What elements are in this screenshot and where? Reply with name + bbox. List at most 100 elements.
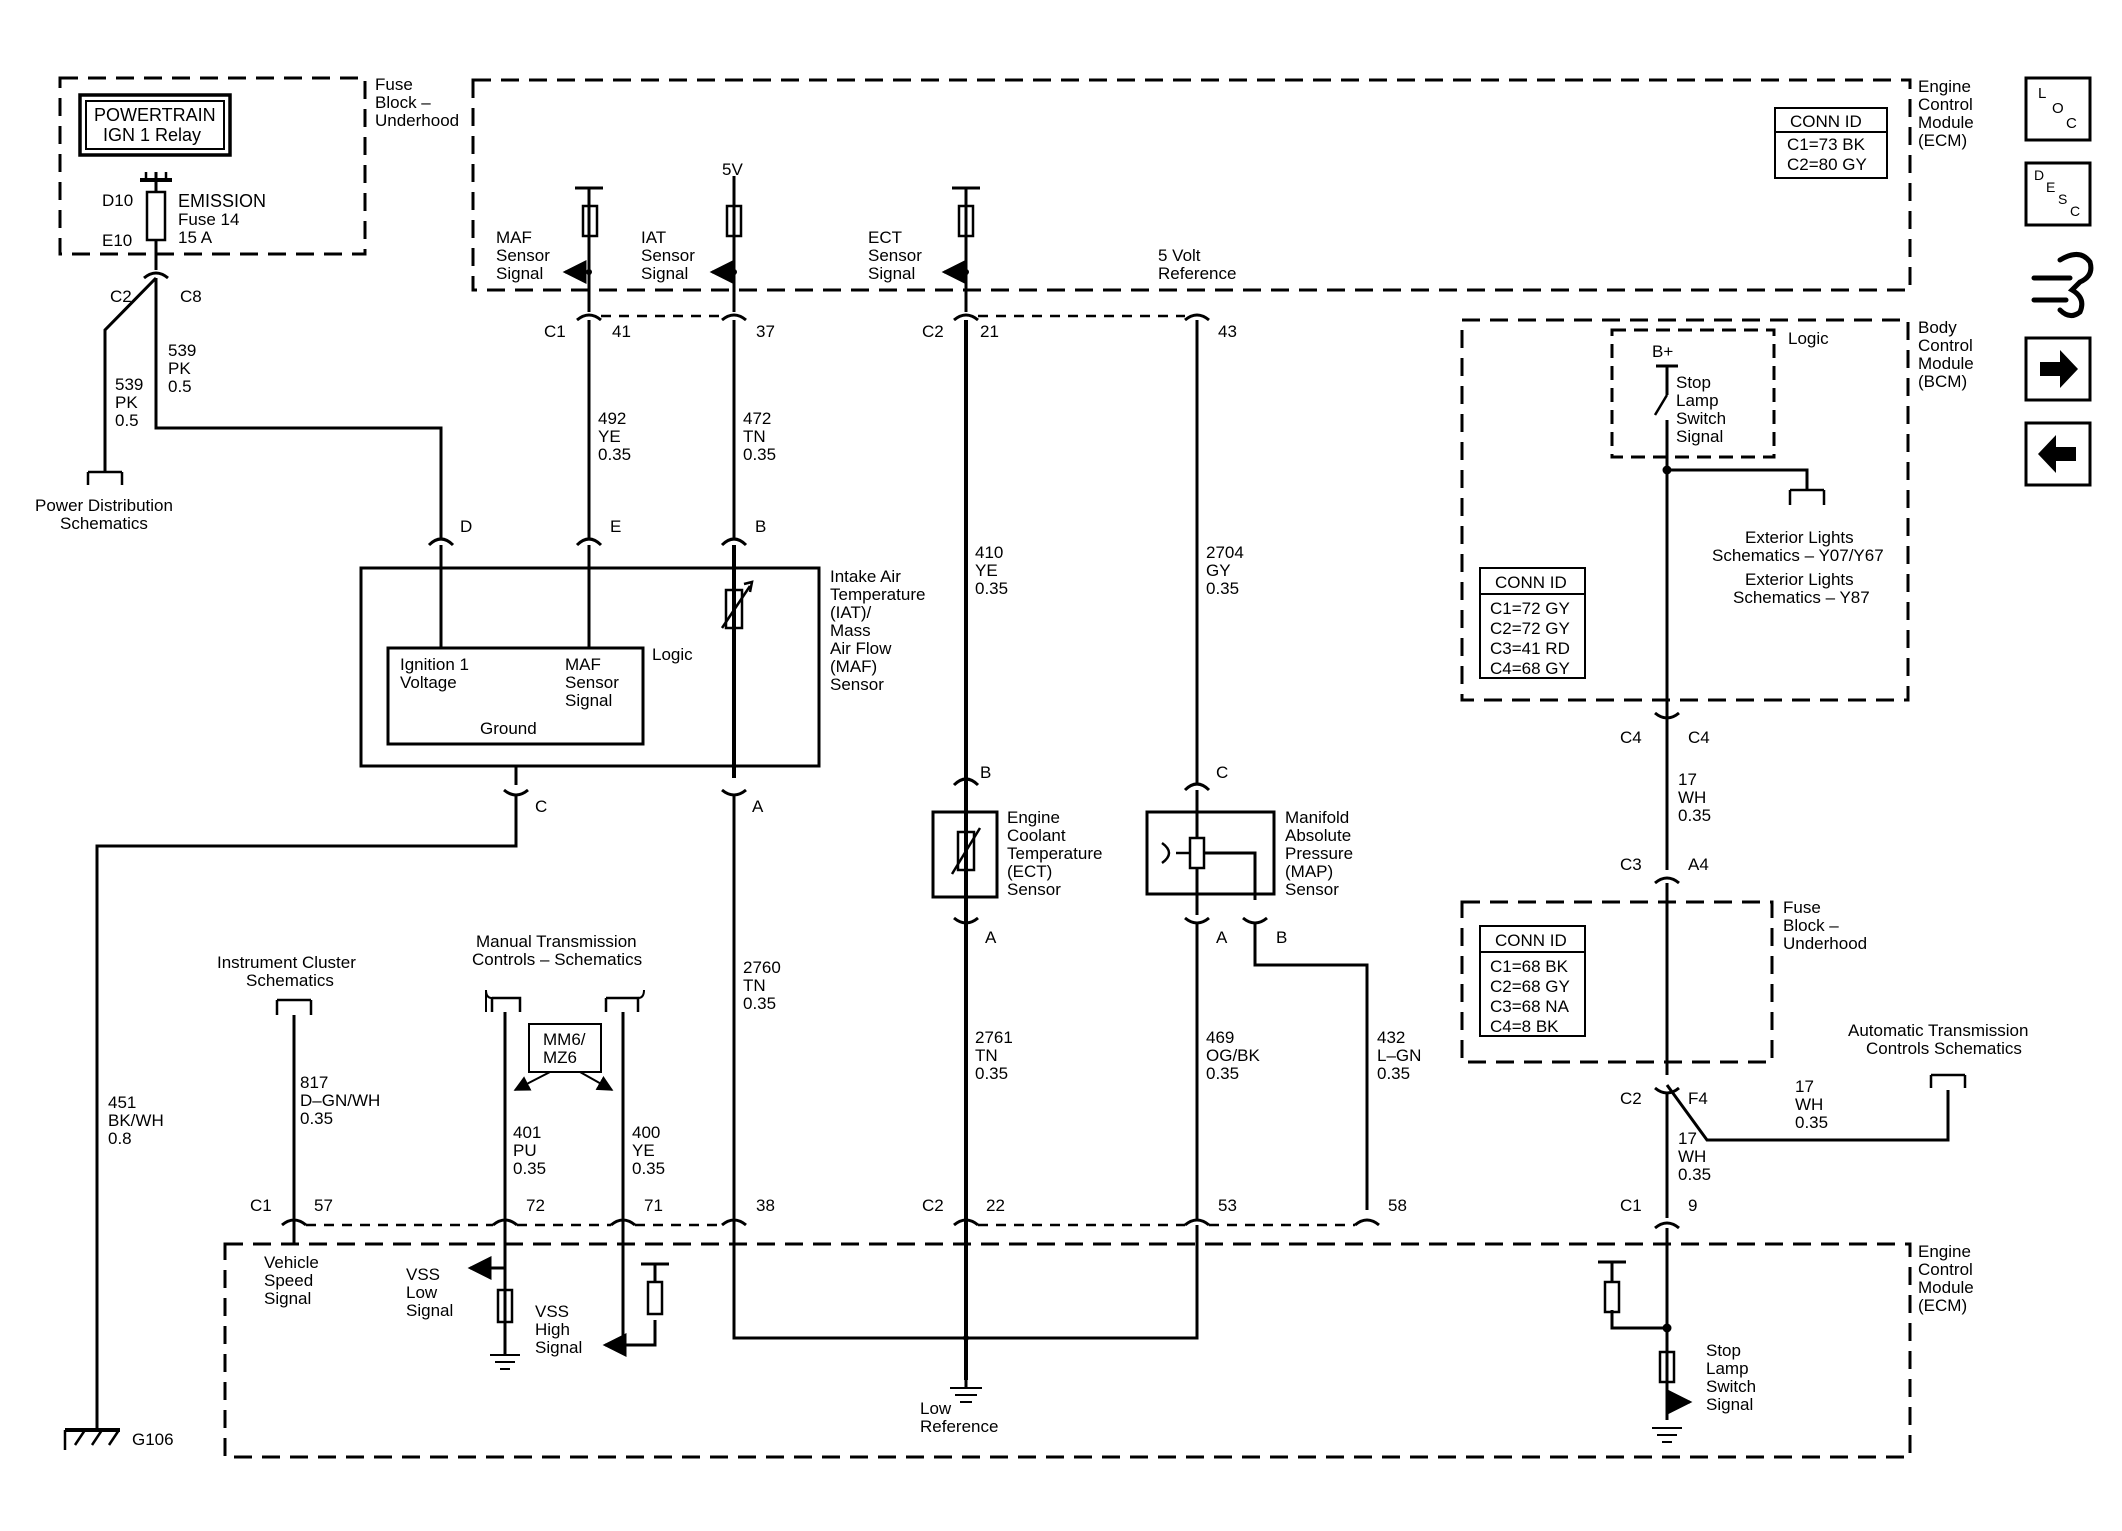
ecm-label: Control bbox=[1918, 95, 1973, 114]
wire-label: 2760 bbox=[743, 958, 781, 977]
vss-label: Vehicle bbox=[264, 1253, 319, 1272]
stop-lamp-label: Lamp bbox=[1706, 1359, 1749, 1378]
vss-high-label: High bbox=[535, 1320, 570, 1339]
fuse-block-2-outline bbox=[1460, 900, 1774, 1064]
connector-label: C2 bbox=[922, 322, 944, 341]
ignition-voltage-label: Voltage bbox=[400, 673, 457, 692]
connector-end-view-icon[interactable] bbox=[2031, 252, 2094, 318]
connector-label: C1 bbox=[544, 322, 566, 341]
ecm-label: Engine bbox=[1918, 1242, 1971, 1261]
maf-internal-label: Sensor bbox=[565, 673, 619, 692]
conn-id-entry: C2=72 GY bbox=[1490, 619, 1570, 638]
wire-label: 0.35 bbox=[1678, 806, 1711, 825]
conn-id-bcm-box bbox=[1479, 567, 1586, 679]
connector-label: C4 bbox=[1620, 728, 1642, 747]
fuse-block-label: Underhood bbox=[375, 111, 459, 130]
connector-label: C1 bbox=[250, 1196, 272, 1215]
vss-label: Signal bbox=[264, 1289, 311, 1308]
power-distribution-link[interactable]: Schematics bbox=[60, 514, 148, 533]
arrow-right-icon[interactable] bbox=[2024, 336, 2092, 402]
pin-label: 37 bbox=[756, 322, 775, 341]
exterior-lights-link[interactable]: Exterior Lights bbox=[1745, 528, 1854, 547]
wire-label: 451 bbox=[108, 1093, 136, 1112]
conn-id-fb-box bbox=[1479, 925, 1586, 1037]
stop-lamp-label: Stop bbox=[1676, 373, 1711, 392]
desc-letter: E bbox=[2046, 179, 2055, 195]
pin-label: B bbox=[980, 763, 991, 782]
wire-label: 0.35 bbox=[513, 1159, 546, 1178]
powertrain-relay-box bbox=[78, 93, 232, 157]
wire-label: YE bbox=[598, 427, 621, 446]
wire-label: PU bbox=[513, 1141, 537, 1160]
auto-trans-link[interactable]: Controls Schematics bbox=[1866, 1039, 2022, 1058]
connector-label: C1 bbox=[1620, 1196, 1642, 1215]
manual-trans-link[interactable]: Controls – Schematics bbox=[472, 950, 642, 969]
auto-trans-link[interactable]: Automatic Transmission bbox=[1848, 1021, 2028, 1040]
map-sensor-label: Manifold bbox=[1285, 808, 1349, 827]
iat-signal-label: IAT bbox=[641, 228, 666, 247]
vss-low-label: Signal bbox=[406, 1301, 453, 1320]
pin-label: 57 bbox=[314, 1196, 333, 1215]
conn-id-entry: C3=68 NA bbox=[1490, 997, 1570, 1016]
map-sensor-label: (MAP) bbox=[1285, 862, 1333, 881]
wire-label: 539 bbox=[168, 341, 196, 360]
wire-label: 432 bbox=[1377, 1028, 1405, 1047]
wire-label: 0.35 bbox=[975, 1064, 1008, 1083]
vss-low-label: Low bbox=[406, 1283, 438, 1302]
ecm-top-outline bbox=[471, 78, 1912, 292]
ect-sensor-label: Coolant bbox=[1007, 826, 1066, 845]
instrument-cluster-link[interactable]: Schematics bbox=[246, 971, 334, 990]
pin-label: B bbox=[755, 517, 766, 536]
pin-label: 41 bbox=[612, 322, 631, 341]
wire-label: 0.35 bbox=[598, 445, 631, 464]
desc-letter: C bbox=[2070, 203, 2080, 219]
logic-label: Logic bbox=[1788, 329, 1829, 348]
pin-label: D bbox=[460, 517, 472, 536]
connector-label: C8 bbox=[180, 287, 202, 306]
wire-label: TN bbox=[743, 427, 766, 446]
ect-sensor-label: Temperature bbox=[1007, 844, 1102, 863]
ecm-label: Engine bbox=[1918, 77, 1971, 96]
iat-maf-logic-box bbox=[386, 646, 645, 746]
wire-label: 0.35 bbox=[975, 579, 1008, 598]
ground-id-label: G106 bbox=[132, 1430, 174, 1449]
conn-id-title: CONN ID bbox=[1495, 931, 1567, 950]
conn-id-entry: C1=68 BK bbox=[1490, 957, 1569, 976]
ect-signal-label: Signal bbox=[868, 264, 915, 283]
pin-label: 71 bbox=[644, 1196, 663, 1215]
iat-maf-sensor-label: (MAF) bbox=[830, 657, 877, 676]
loc-icon[interactable]: L O C bbox=[2024, 76, 2092, 142]
instrument-cluster-link[interactable]: Instrument Cluster bbox=[217, 953, 356, 972]
exterior-lights-link[interactable]: Schematics – Y87 bbox=[1733, 588, 1870, 607]
wire-label: OG/BK bbox=[1206, 1046, 1261, 1065]
wire-label: WH bbox=[1678, 1147, 1706, 1166]
emission-fuse-label: EMISSION bbox=[178, 191, 266, 211]
pin-label: 22 bbox=[986, 1196, 1005, 1215]
wire-label: 17 bbox=[1678, 1129, 1697, 1148]
power-distribution-link[interactable]: Power Distribution bbox=[35, 496, 173, 515]
loc-letter: L bbox=[2038, 85, 2046, 102]
ecm-bottom-outline bbox=[223, 1242, 1912, 1459]
ignition-voltage-label: Ignition 1 bbox=[400, 655, 469, 674]
wire-label: 492 bbox=[598, 409, 626, 428]
conn-id-entry: C2=68 GY bbox=[1490, 977, 1570, 996]
ect-signal-label: ECT bbox=[868, 228, 902, 247]
iat-signal-label: Sensor bbox=[641, 246, 695, 265]
manual-trans-link[interactable]: Manual Transmission bbox=[476, 932, 637, 951]
ect-sensor-label: (ECT) bbox=[1007, 862, 1052, 881]
pin-label: 43 bbox=[1218, 322, 1237, 341]
connector-label: C2 bbox=[922, 1196, 944, 1215]
wire-label: 0.35 bbox=[632, 1159, 665, 1178]
exterior-lights-link[interactable]: Exterior Lights bbox=[1745, 570, 1854, 589]
desc-icon[interactable]: D E S C bbox=[2024, 161, 2092, 227]
logic-label: Logic bbox=[652, 645, 693, 664]
arrow-left-icon[interactable] bbox=[2024, 421, 2092, 487]
exterior-lights-link[interactable]: Schematics – Y07/Y67 bbox=[1712, 546, 1884, 565]
stop-lamp-label: Switch bbox=[1676, 409, 1726, 428]
pin-label: 53 bbox=[1218, 1196, 1237, 1215]
ground-label: Ground bbox=[480, 719, 537, 738]
bcm-label: Control bbox=[1918, 336, 1973, 355]
wire-label: PK bbox=[168, 359, 191, 378]
map-sensor-label: Absolute bbox=[1285, 826, 1351, 845]
